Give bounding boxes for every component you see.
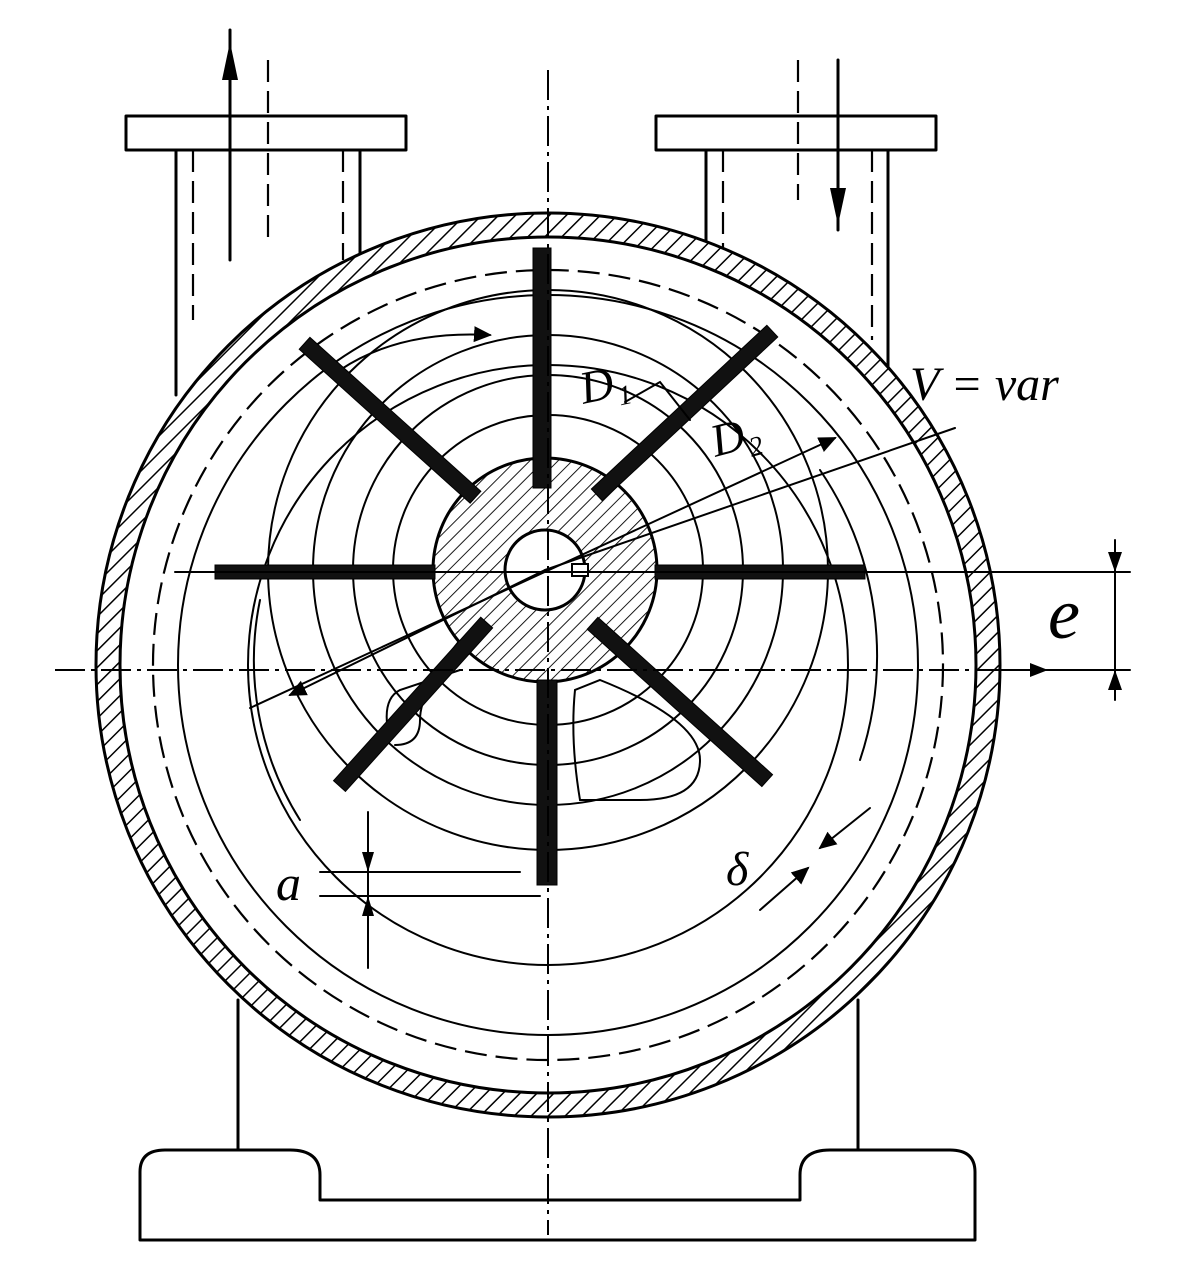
delta-label: δ (726, 843, 749, 896)
vane-upper-left (298, 336, 482, 504)
pump-base (138, 998, 977, 1242)
gap-a-dimension (319, 811, 541, 969)
center-axes (55, 70, 1131, 1235)
outlet-arrow-icon (222, 42, 238, 80)
d2-dimension (249, 380, 956, 709)
eccentricity-label: e (1048, 574, 1080, 654)
d1-label: D₁ (574, 353, 634, 413)
vane-lower-left (332, 616, 494, 793)
inlet-arrow-icon (830, 188, 846, 225)
delta-dimension (759, 807, 871, 911)
vane-top (532, 247, 552, 489)
vane-lower-right (586, 616, 774, 788)
inlet-nozzle (654, 58, 938, 382)
gap-a-label: a (276, 855, 301, 911)
eccentricity-dimension (1108, 539, 1122, 701)
velocity-label: V = var (910, 358, 1059, 411)
